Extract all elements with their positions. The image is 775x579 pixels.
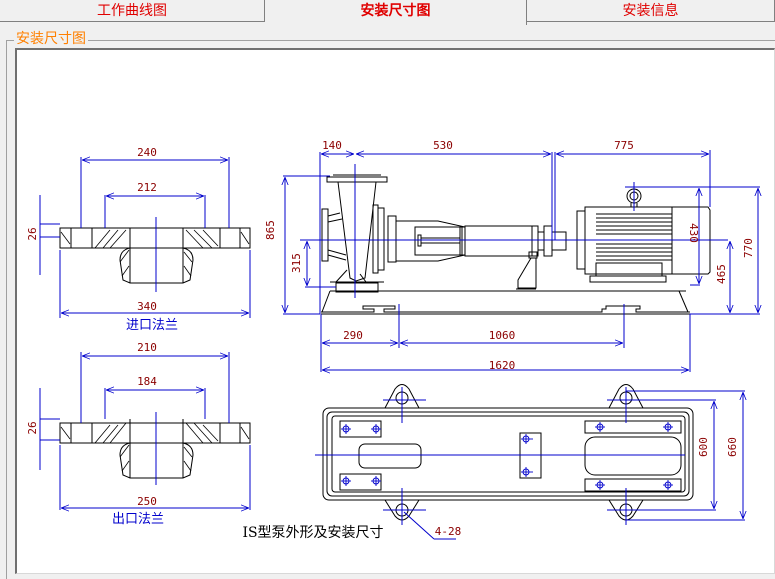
dim-bolt-holes: 4-28: [435, 525, 462, 538]
dim-outlet-thickness: 26: [26, 421, 39, 434]
dim-outlet-raised-face: 184: [137, 375, 157, 388]
dim-motor-total-height: 770: [742, 238, 755, 258]
outlet-flange-drawing: [59, 419, 251, 479]
dim-bolt-spacing: 1060: [489, 329, 516, 342]
dim-shaft-height: 315: [290, 253, 303, 273]
dim-inlet-bolt-circle: 240: [137, 146, 157, 159]
dim-total-height: 865: [264, 220, 277, 240]
tab-installation-dimensions[interactable]: 安装尺寸图: [265, 0, 527, 25]
dim-motor-length: 775: [614, 139, 634, 152]
dim-inlet-thickness: 26: [26, 227, 39, 240]
tab-performance-curve[interactable]: 工作曲线图: [0, 0, 265, 22]
tab-bar: 工作曲线图 安装尺寸图 安装信息: [0, 0, 775, 25]
inlet-flange-label: 进口法兰: [126, 318, 178, 333]
drawing-caption: IS型泵外形及安装尺寸: [242, 525, 383, 541]
dim-bolt-width: 600: [697, 437, 710, 457]
dim-motor-height: 430: [687, 223, 700, 243]
group-title: 安装尺寸图: [14, 30, 88, 48]
dim-outlet-bolt-circle: 210: [137, 341, 157, 354]
tab-installation-info[interactable]: 安装信息: [527, 0, 775, 22]
dim-inlet-raised-face: 212: [137, 181, 157, 194]
inlet-flange-dimensions: [39, 157, 251, 318]
inlet-flange-drawing: [59, 227, 251, 284]
dim-outlet-outer: 250: [137, 495, 157, 508]
group-box: [6, 40, 775, 579]
dim-base-length: 1620: [489, 359, 516, 372]
dim-base-width: 660: [726, 437, 739, 457]
pump-side-view: [321, 174, 711, 315]
plan-view-centerlines: [315, 387, 745, 540]
dim-inlet-outer: 340: [137, 300, 157, 313]
outlet-flange-label: 出口法兰: [112, 512, 164, 527]
dim-motor-shaft-height: 465: [715, 264, 728, 284]
dim-suction-offset: 140: [322, 139, 342, 152]
side-view-dimensions: [283, 150, 760, 372]
base-plan-view: [322, 384, 694, 521]
dim-pump-length: 530: [433, 139, 453, 152]
outlet-flange-dimensions: [39, 352, 251, 510]
dim-base-to-bolt: 290: [343, 329, 363, 342]
side-view-centerlines: [300, 152, 728, 348]
